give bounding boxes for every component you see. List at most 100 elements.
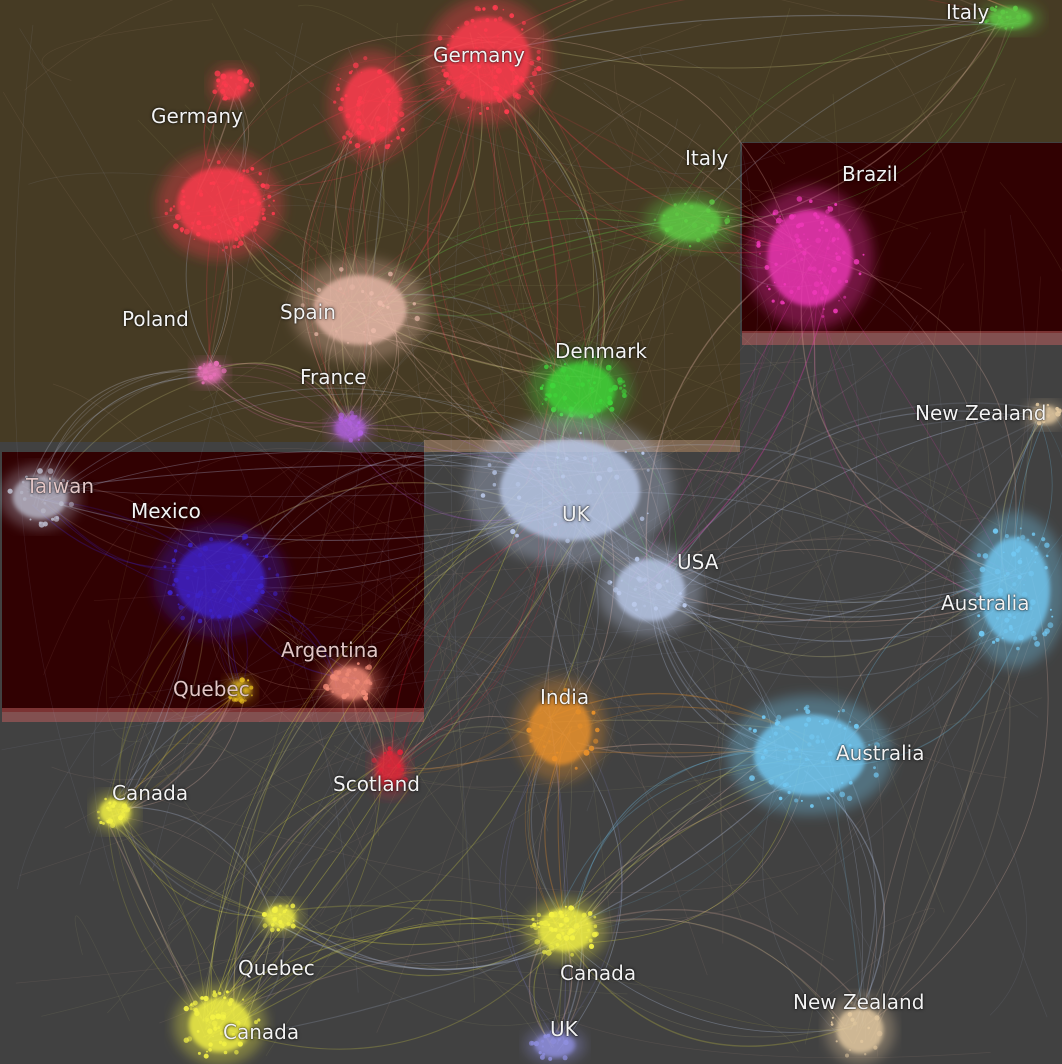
node [810,804,814,808]
node [358,121,362,125]
node [368,124,372,128]
node [838,742,842,747]
node [314,332,319,337]
node [631,601,637,607]
node [1012,631,1015,633]
edge-usa-new-zealand-top [657,402,1052,580]
node [684,219,688,223]
node [370,328,377,334]
cluster-core [174,541,266,619]
node [845,751,850,756]
node [1042,419,1046,424]
node [818,270,822,274]
node [998,592,1003,597]
node [766,285,769,288]
ambient-edge [689,477,724,944]
node [795,238,801,244]
node [223,1050,228,1055]
edge-quebec-mid-canada-left [117,687,247,814]
node [835,252,838,255]
node [333,100,337,104]
node [538,1051,542,1055]
node [385,87,391,93]
node [1055,406,1059,411]
node [827,206,830,209]
node [517,495,522,500]
node [470,18,475,23]
label-scotland: Scotland [333,772,420,796]
node [521,20,526,25]
node [1034,641,1040,647]
node [787,749,792,754]
node [573,915,576,918]
node [208,205,211,208]
node [199,367,202,370]
node [183,1005,189,1012]
node [867,1026,870,1030]
node [772,212,776,216]
edge-canada-bottom-mid-new-zealand-bottom [551,918,856,1047]
node [688,245,692,248]
node [539,1054,545,1060]
node [588,943,595,950]
label-poland: Poland [122,307,189,331]
ambient-edge [653,166,762,572]
node [352,62,359,69]
node [577,723,583,729]
node [581,401,584,404]
ambient-edge [586,254,666,812]
node [831,237,837,242]
ambient-edge [609,66,967,174]
edge-canada-bottom-left-scotland [232,772,391,1016]
node [844,279,849,283]
node [185,576,190,580]
node [208,374,214,380]
node [205,224,211,230]
node [591,710,596,715]
node [209,181,213,185]
region-band-brazil [742,331,1062,345]
node [163,565,167,569]
node [173,223,179,229]
node [290,923,296,929]
node [1029,599,1036,606]
node [167,590,173,596]
node [65,483,69,487]
cluster-germany-left [156,149,284,261]
node [495,94,501,100]
node [364,692,369,696]
node [237,1041,243,1047]
region-band-left [2,708,424,722]
node [827,264,831,267]
node [171,558,176,563]
node [573,923,580,929]
node [605,404,609,408]
node [223,83,228,88]
node [259,576,264,580]
node [398,97,403,102]
node [860,1039,864,1043]
node [207,1028,213,1034]
node [188,542,193,548]
edge-canada-left-quebec-low [106,819,274,919]
node [124,807,131,813]
node [563,407,566,409]
node [531,70,538,77]
node [236,189,239,192]
ambient-edge [299,722,394,917]
node [587,928,591,932]
node [824,228,829,233]
label-argentina: Argentina [281,638,379,662]
node [97,816,101,820]
node [227,687,233,693]
node [586,489,593,495]
node [842,750,845,753]
node [539,386,544,390]
edge-canada-bottom-mid-new-zealand-bottom [561,928,851,1031]
node [592,381,596,385]
node [260,589,265,595]
node [580,382,585,387]
ambient-edge [719,112,953,919]
node [563,688,568,692]
edge-usa-new-zealand-top [671,410,1041,574]
